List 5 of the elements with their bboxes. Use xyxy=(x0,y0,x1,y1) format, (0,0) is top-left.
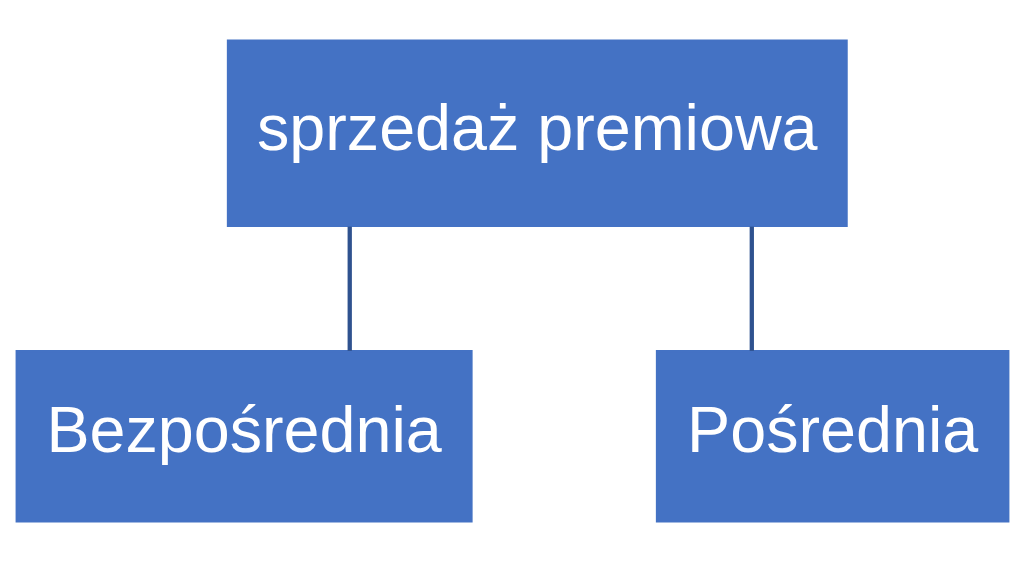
node-box: sprzedaż premiowa xyxy=(226,39,848,227)
node-box: Pośrednia xyxy=(655,349,1010,522)
connector xyxy=(347,226,352,351)
node-box: Bezpośrednia xyxy=(15,349,473,522)
connector xyxy=(749,226,754,351)
